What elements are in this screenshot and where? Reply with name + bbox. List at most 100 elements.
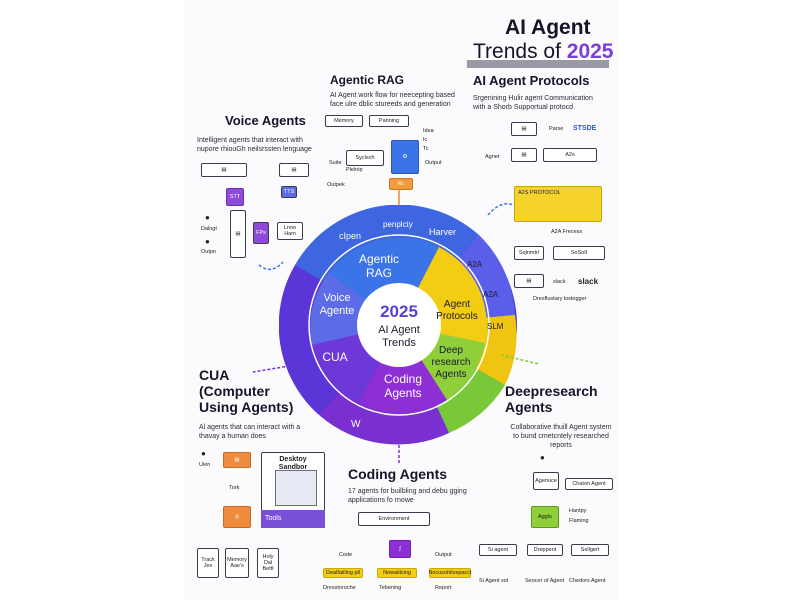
segment-coding — [359, 325, 447, 414]
cua-title-3: Using Agents) — [199, 399, 294, 416]
hub-line2: Trends — [382, 337, 416, 349]
rag-output-box: Rc — [389, 178, 413, 190]
rag-label1: Agentic — [359, 252, 399, 266]
protocols-desc-line1: Srgenining Hulir agent Communication — [473, 95, 593, 102]
outer-label-5: A2A — [483, 290, 499, 299]
voice-desc-line2: nupore rhiouGh neilsrssten lenguage — [197, 145, 312, 153]
rag-sync-box: Syclsch — [346, 150, 384, 166]
protocols-desc-line2: with a Shorb Supportual protocd — [473, 103, 574, 111]
cua-node-1: Track Jex — [197, 548, 219, 578]
coding-desc-line1: 17 agents for builbling and debu gging — [348, 488, 467, 495]
cua-user-icon: ● — [201, 449, 206, 458]
cua-user-box: ▤ — [223, 452, 251, 468]
protocol-box-title: A2S PROTOCOL — [518, 190, 561, 196]
rag-suite: Suite — [329, 160, 342, 166]
protocol-box: A2S PROTOCOL — [514, 186, 602, 222]
voice-label2: Agente — [320, 305, 355, 317]
deep-title: Deepresearch Agents — [505, 383, 598, 415]
poster: AI Agent Trends of 2025 2025 AI Agent Tr… — [183, 0, 618, 600]
voice-user-icon-2: ● — [205, 237, 210, 246]
voice-label1: Voice — [324, 292, 351, 304]
cua-desc-line2: thavay a human does — [199, 432, 266, 440]
cua-node-2-label: Memory Aae's — [227, 556, 247, 569]
rag-query: Outpek — [327, 182, 345, 188]
voice-title: Voice Agents — [225, 113, 306, 128]
deep-foot-2: Seocer of Agent — [525, 578, 565, 584]
wheel-hub — [357, 283, 441, 367]
deep-chain-box: Chaton Agent — [565, 478, 613, 490]
deep-label3: Agents — [435, 369, 466, 380]
deep-title-2: Agents — [505, 399, 553, 416]
cua-tools-bar — [261, 510, 325, 528]
rag-planning-box: Panning — [369, 115, 409, 127]
deep-sub-1: Si agent — [479, 544, 517, 556]
voice-input-box-2: ▤ — [279, 163, 309, 177]
protocol-tool3: ▤ — [514, 274, 544, 288]
cua-screen — [275, 470, 317, 506]
outer-label-1: cIpen — [339, 231, 361, 241]
rag-core-icon: ⚙ — [402, 153, 408, 160]
arrow-protocols — [487, 203, 514, 216]
deep-h1: Hantpy — [569, 508, 587, 514]
protocol-tool1: Sqlnmtrl — [514, 246, 544, 260]
cua-node-2: Memory Aae's — [225, 548, 249, 578]
coding-label2: Agents — [384, 386, 421, 400]
protocol-brand1: Parse — [549, 126, 564, 132]
segment-rag — [329, 237, 439, 325]
outer-label-6: SLM — [487, 322, 504, 331]
deep-title-1: Deepresearch — [505, 383, 598, 399]
voice-dialog-box: ▤ — [230, 210, 246, 258]
inner-ring-line — [308, 234, 490, 416]
cua-title-2: (Computer — [199, 383, 270, 400]
coding-desc-line2: applications fo rnowe — [348, 496, 414, 504]
protocol-a2a-label: A2A Frecess — [551, 229, 583, 235]
cua-node-3-label: Holy Dal Bettl — [262, 553, 274, 573]
coding-bottom-1: Dresstoroche — [323, 585, 356, 591]
coding-task-3: Nocusohilcepacct — [428, 568, 472, 578]
voice-dialog-label: Dalogt — [201, 226, 217, 232]
deep-sub-3: Sellgert — [571, 544, 609, 556]
rag-planing2: Plelnip — [346, 167, 363, 173]
protocol-brand3: A2s — [565, 151, 575, 158]
cua-tools-label: Tools — [265, 515, 282, 522]
voice-tts-box: TTS — [281, 186, 297, 198]
deep-desc: Collaborative thuill Agent system to bun… — [507, 424, 615, 450]
rag-desc-line1: AI Agent work flow for neecepting based — [330, 92, 455, 99]
deep-sub-3-label: Sellgert — [580, 546, 600, 553]
rag-desc: AI Agent work flow for neecepting based … — [330, 92, 470, 110]
page-title: AI Agent — [505, 16, 591, 39]
rag-tc: Tc — [423, 146, 429, 152]
protocol-tool1-label: Sqlnmtrl — [518, 249, 540, 256]
hub-year: 2025 — [380, 302, 418, 321]
deep-label2: research — [432, 357, 471, 368]
voice-output-label: Outpn — [201, 249, 216, 255]
deep-desc-line1: Collaborative thuill Agent system — [510, 424, 612, 431]
deep-user-icon: ● — [540, 453, 545, 462]
cua-desc: Al agents that can interact with a thava… — [199, 424, 339, 442]
deep-sub-1-label: Si agent — [487, 546, 509, 553]
rag-core-box: ⚙ — [391, 140, 419, 174]
title-underline — [467, 60, 609, 68]
deep-foot-3: Chedors Agent — [569, 578, 606, 584]
rag-output-r: Output — [425, 160, 442, 166]
deep-desc-line3: reports — [550, 441, 572, 449]
coding-code-label: Code — [339, 552, 353, 558]
cua-node-1-label: Track Jex — [201, 556, 215, 569]
cua-desc-line1: Al agents that can interact with a — [199, 424, 301, 431]
protocol-agent: Agnet — [485, 154, 500, 160]
voice-tts-label: TTS — [283, 188, 295, 195]
trend-wheel: 2025 AI Agent Trends Agentic RAG Agent P… — [279, 205, 517, 445]
coding-task-2: Nowaillcing — [377, 568, 417, 578]
deep-foot-1: Si Agent sol — [479, 578, 509, 584]
protocols-label2: Protocols — [436, 311, 478, 322]
rag-title: Agentic RAG — [330, 73, 405, 87]
connectors — [252, 190, 540, 465]
rag-planning-label: Panning — [378, 117, 400, 124]
coding-core-box: ∫ — [389, 540, 411, 558]
arrow-voice — [258, 261, 284, 271]
deep-hub-box: Aggts — [531, 506, 559, 528]
deep-h2: Flaming — [569, 518, 589, 524]
protocol-server-box-2: ▤ — [511, 148, 537, 162]
protocol-brand2: STSDE — [573, 125, 597, 132]
protocol-tool2-label: SoSolt — [570, 249, 588, 256]
